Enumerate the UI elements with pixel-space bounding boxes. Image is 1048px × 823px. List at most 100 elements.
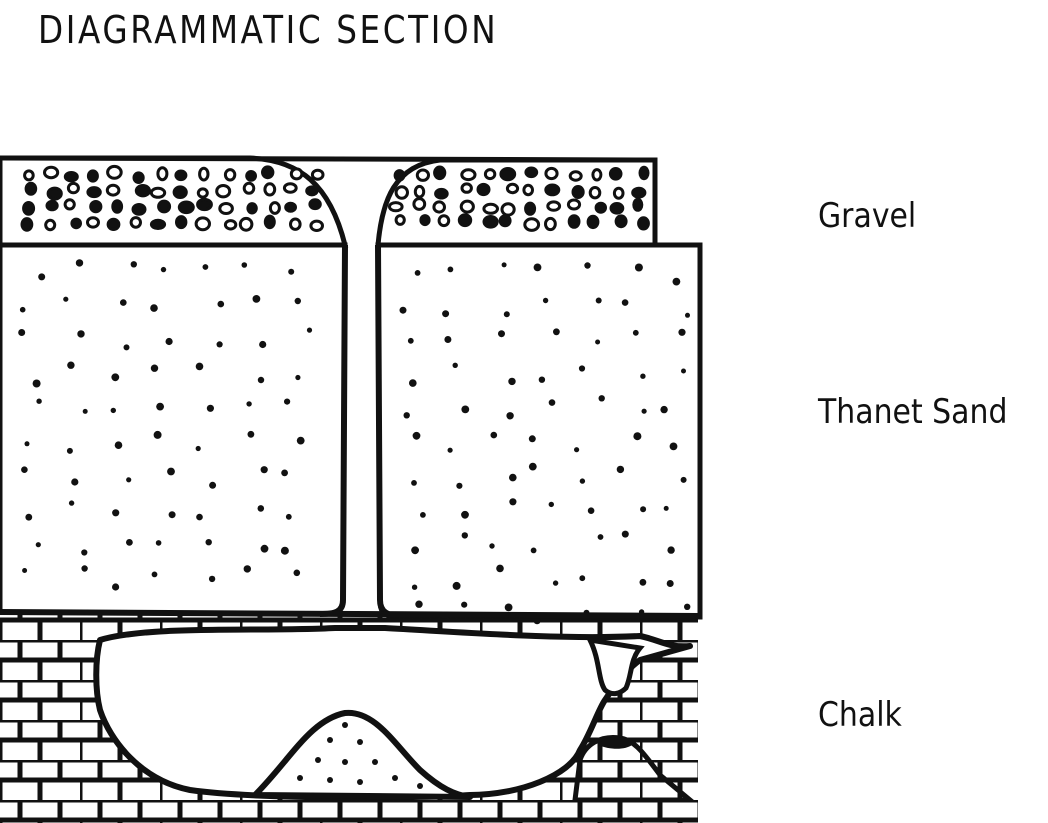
sand-speck (529, 463, 537, 471)
sand-speck (81, 565, 87, 571)
sand-speck (509, 474, 517, 482)
sand-speck (112, 583, 119, 590)
gravel-pebble (270, 203, 279, 214)
sand-speck (504, 311, 510, 317)
gravel-pebble (286, 203, 296, 211)
sand-speck (549, 399, 556, 406)
gravel-pebble (240, 218, 252, 230)
gravel-pebble (196, 218, 209, 230)
sand-speck (22, 568, 27, 573)
gravel-pebble (639, 218, 649, 229)
sand-speck (207, 405, 214, 412)
sand-speck (498, 330, 505, 337)
gravel-pebble (134, 173, 143, 183)
sand-speck (415, 601, 422, 608)
sand-speck (505, 604, 513, 612)
gravel-pebble (45, 167, 58, 177)
sand-speck (539, 377, 545, 383)
sand-speck (20, 307, 26, 313)
gravel-pebble (312, 170, 323, 179)
gravel-pebble (390, 203, 403, 211)
label-gravel: Gravel (818, 196, 916, 236)
sand-speck (218, 301, 225, 308)
gravel-pebble (22, 219, 32, 231)
sand-speck (203, 264, 209, 270)
gravel-pebble (88, 171, 97, 181)
gravel-pebble (573, 187, 583, 198)
gravel-pebble (48, 188, 61, 199)
sand-speck (664, 506, 669, 511)
gravel-pebble (263, 167, 273, 178)
gravel-pebble (590, 188, 600, 198)
gravel-pebble (395, 171, 404, 181)
gravel-pebble (158, 168, 167, 180)
gravel-pebble (68, 183, 78, 192)
gravel-pebble (91, 202, 101, 212)
sand-speck (244, 565, 251, 572)
sand-speck (18, 329, 25, 336)
gravel-pebble (65, 200, 74, 209)
gravel-pebble (220, 204, 233, 214)
sand-speck (684, 604, 690, 610)
gravel-pebble (588, 216, 598, 227)
sand-speck (286, 514, 292, 520)
gravel-pebble (434, 202, 445, 212)
sand-speck (508, 378, 515, 385)
sand-block-right (378, 245, 700, 617)
sand-speck (209, 576, 215, 582)
gravel-pebble (244, 183, 254, 193)
gravel-pebble (225, 170, 234, 180)
gravel-pebble (200, 168, 208, 180)
sand-speck (543, 298, 548, 303)
label-thanet-sand: Thanet Sand (818, 392, 1007, 432)
sand-speck (491, 432, 498, 439)
gravel-pebble (596, 203, 605, 212)
gravel-pebble (396, 187, 407, 199)
sand-speck (640, 579, 647, 586)
sand-speck (531, 548, 537, 554)
sand-speck (444, 336, 451, 343)
sand-speck (640, 506, 646, 512)
gravel-pebble (501, 169, 515, 180)
sand-speck (124, 344, 130, 350)
sand-speck (152, 572, 158, 578)
sand-speck (156, 403, 164, 411)
sand-speck (295, 375, 300, 380)
gravel-pebble (26, 183, 36, 194)
sand-speck (63, 297, 68, 302)
sand-speck (685, 313, 690, 318)
sand-speck (633, 330, 639, 336)
gravel-pebble (417, 170, 428, 180)
gravel-pebble (421, 216, 429, 225)
gravel-pebble (247, 172, 256, 181)
sand-speck (246, 401, 251, 406)
sand-speck (622, 299, 629, 306)
sand-speck (284, 399, 290, 405)
sand-speck (681, 477, 687, 483)
sand-speck (462, 532, 468, 538)
gravel-pebble (569, 216, 579, 228)
sand-speck (281, 470, 288, 477)
sand-speck (534, 617, 541, 624)
gravel-pebble (396, 216, 404, 225)
label-chalk: Chalk (818, 695, 902, 735)
gravel-pebble (107, 185, 119, 195)
gravel-pebble (462, 184, 471, 192)
sand-speck (81, 549, 87, 555)
gravel-pebble (310, 200, 320, 209)
gravel-pebble (176, 171, 186, 180)
sand-speck (595, 340, 600, 345)
gravel-pebble (133, 205, 145, 215)
sand-speck (115, 441, 123, 449)
sand-speck (156, 540, 162, 546)
sand-speck (25, 514, 32, 521)
sand-speck (534, 264, 542, 272)
gravel-pebble (548, 202, 560, 210)
sand-speck (456, 483, 462, 489)
gravel-pebble (265, 184, 275, 195)
sand-speck (640, 374, 645, 379)
sand-speck (131, 261, 137, 267)
sand-speck (71, 478, 78, 485)
gravel-pebble (435, 167, 445, 179)
gravel-pebble (291, 219, 301, 229)
